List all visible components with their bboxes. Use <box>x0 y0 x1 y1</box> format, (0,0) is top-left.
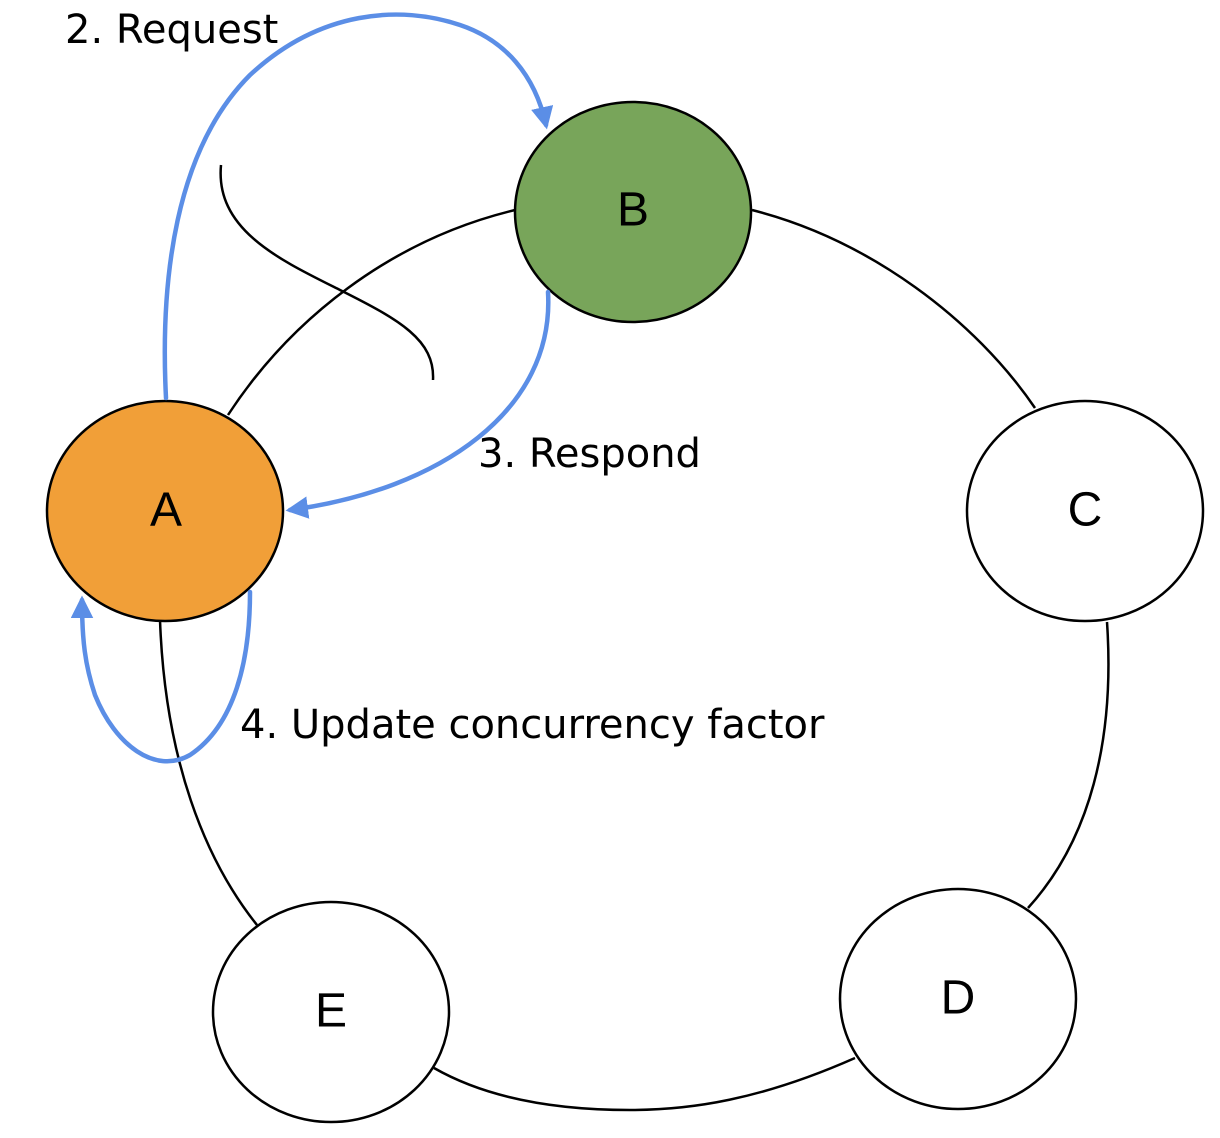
node-c: C <box>965 399 1205 623</box>
update-label: 4. Update concurrency factor <box>240 702 825 748</box>
node-d-label: D <box>941 972 976 1025</box>
node-c-label: C <box>1068 484 1103 537</box>
ring-link-c-d <box>1027 621 1110 909</box>
node-e-circle <box>211 900 451 1124</box>
respond-label: 3. Respond <box>478 431 701 477</box>
node-a: A <box>45 399 285 623</box>
ring-link-d-e <box>433 1056 856 1112</box>
node-e: E <box>211 900 451 1124</box>
node-e-label: E <box>315 985 347 1038</box>
node-d: D <box>838 887 1078 1111</box>
node-a-circle <box>45 399 285 623</box>
update-arrow <box>70 589 253 764</box>
request-arrow <box>162 12 554 401</box>
ring-link-a-b <box>226 208 516 416</box>
ring-link-e-a <box>158 619 258 926</box>
node-b: B <box>513 100 753 324</box>
connector-curve <box>219 164 435 381</box>
request-label: 2. Request <box>65 7 278 53</box>
respond-arrow <box>285 289 551 519</box>
node-b-label: B <box>617 184 649 237</box>
node-c-circle <box>965 399 1205 623</box>
node-a-label: A <box>150 484 182 537</box>
node-d-circle <box>838 887 1078 1111</box>
node-b-circle <box>513 100 753 324</box>
ring-link-b-c <box>751 208 1037 409</box>
